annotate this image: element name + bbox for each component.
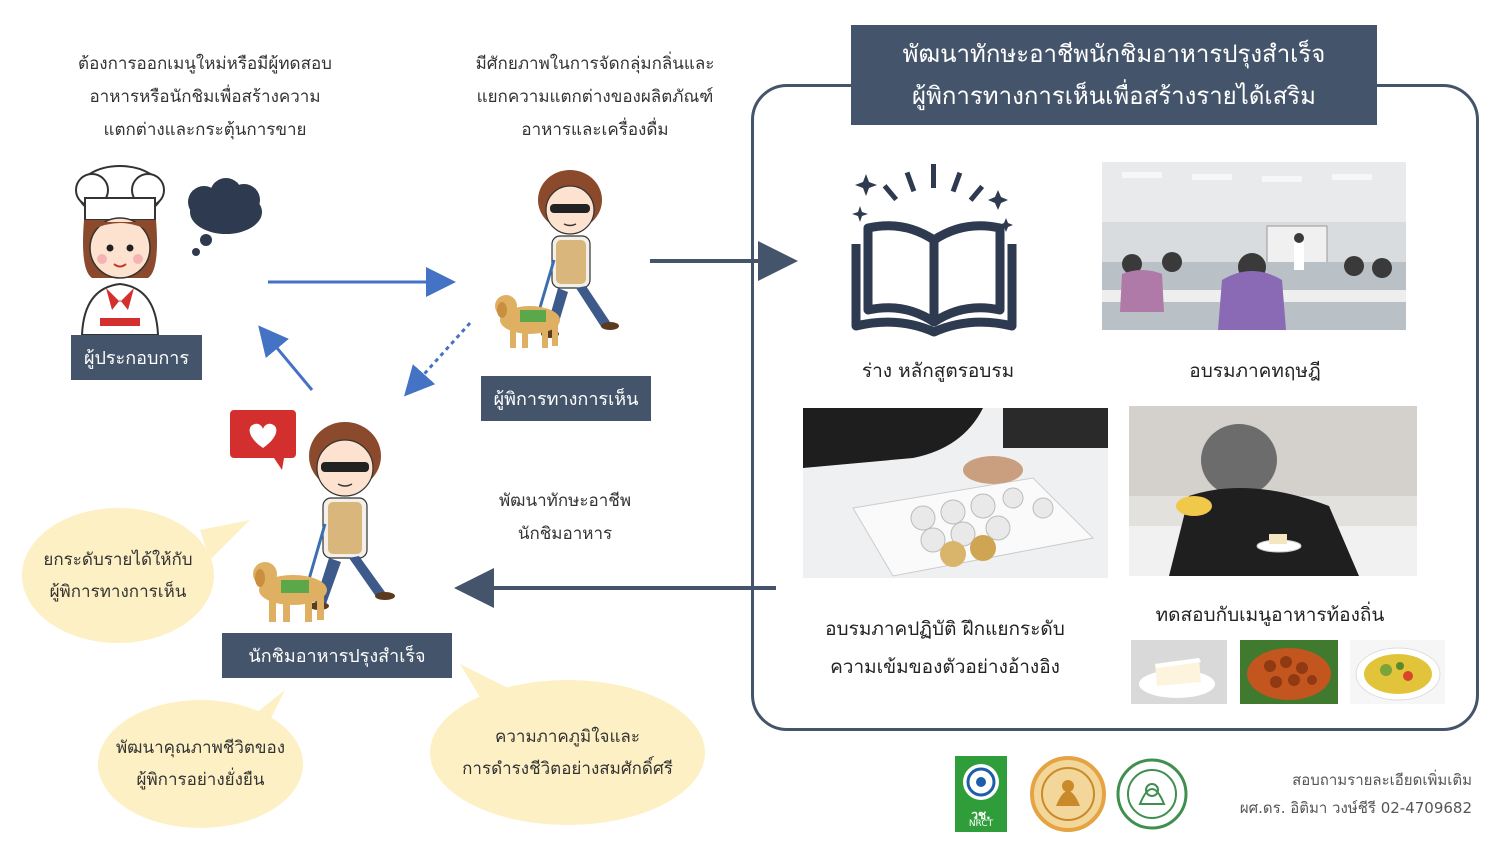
arrow-blind-to-taster-dotted <box>403 321 472 397</box>
contact-line-2: ผศ.ดร. อิติมา วงษ์ชีรี 02-4709682 <box>1239 799 1472 817</box>
chef-illustration <box>75 165 262 335</box>
practice-training-photo <box>803 408 1108 578</box>
food-photo-cake <box>1131 640 1227 704</box>
blind-person-with-guide-dog-illustration <box>495 170 619 348</box>
bubble-income: ยกระดับรายได้ให้กับ ผู้พิการทางการเห็น <box>22 508 214 643</box>
ministry-seal-logo <box>1030 756 1106 832</box>
food-photo-fried <box>1240 640 1338 704</box>
tasting-photo <box>1129 406 1417 576</box>
food-photo-curry <box>1350 640 1445 704</box>
contact-info: สอบถามรายละเอียดเพิ่มเติม ผศ.ดร. อิติมา … <box>1190 766 1472 822</box>
theory-training-photo <box>1102 162 1406 330</box>
heart-chat-icon <box>230 410 296 470</box>
taster-label: นักชิมอาหารปรุงสำเร็จ <box>222 633 452 678</box>
bubble-quality: พัฒนาคุณภาพชีวิตของ ผู้พิการอย่างยั่งยืน <box>98 700 303 828</box>
blind-person-label: ผู้พิการทางการเห็น <box>481 376 651 421</box>
contact-line-1: สอบถามรายละเอียดเพิ่มเติม <box>1292 771 1472 789</box>
thought-cloud-icon <box>188 178 262 256</box>
theory-training-label: อบรมภาคทฤษฎี <box>1189 360 1321 382</box>
entrepreneur-label: ผู้ประกอบการ <box>71 335 202 380</box>
open-book-icon <box>851 164 1017 337</box>
bubble-tail-income <box>200 520 250 560</box>
practice-training-label: อบรมภาคปฏิบัติ ฝึกแยกระดับ ความเข้มของตั… <box>825 618 1065 678</box>
blind-potential-text: มีศักยภาพในการจัดกลุ่มกลิ่นและ แยกความแต… <box>475 54 715 140</box>
taster-with-guide-dog-illustration <box>253 422 395 622</box>
bubble-pride: ความภาคภูมิใจและ การดำรงชีวิตอย่างสมศักด… <box>430 680 705 825</box>
flow-arrows <box>258 241 798 608</box>
entrepreneur-need-text: ต้องการออกเมนูใหม่หรือมีผู้ทดสอบ อาหารหร… <box>78 54 332 140</box>
panel-title: พัฒนาทักษะอาชีพนักชิมอาหารปรุงสำเร็จ ผู้… <box>851 25 1377 125</box>
local-menu-test-label: ทดสอบกับเมนูอาหารท้องถิ่น <box>1155 604 1385 626</box>
develop-skill-text: พัฒนาทักษะอาชีพ นักชิมอาหาร <box>498 491 632 544</box>
draft-curriculum-label: ร่าง หลักสูตรอบรม <box>861 360 1015 382</box>
arrow-taster-to-entrepreneur <box>258 325 314 391</box>
nrct-logo: วช. NRCT <box>955 756 1007 832</box>
university-seal-logo <box>1116 758 1188 830</box>
